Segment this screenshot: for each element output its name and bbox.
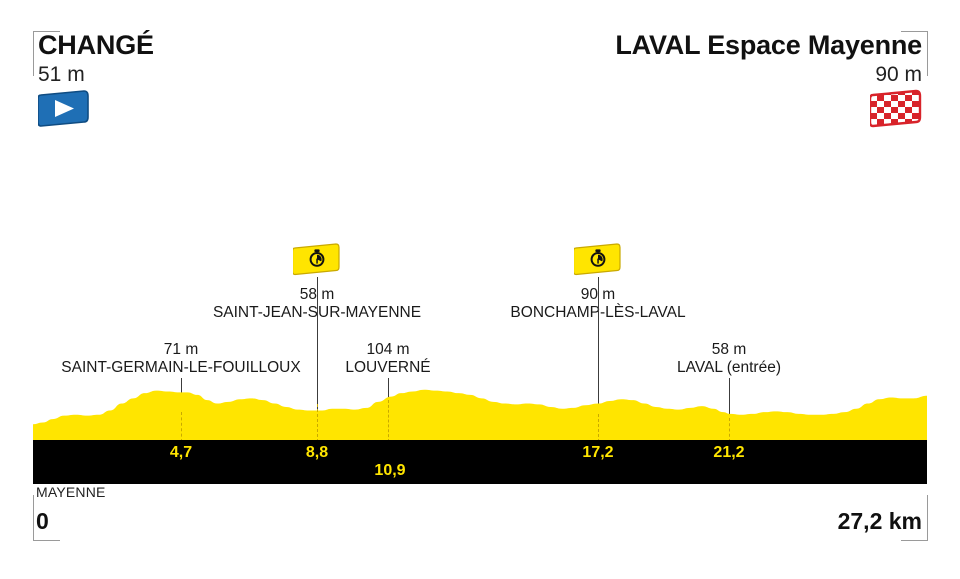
sprint-marker-bonchamp-les-laval [574,243,622,277]
poi-altitude: 58 m [711,341,747,358]
stage-start-name: CHANGÉ [38,30,154,60]
km-dash-17-2 [598,414,599,442]
poi-name: LOUVERNÉ [345,359,431,376]
km-tick-10-9: 10,9 [374,462,406,479]
checkered-flag-icon [870,89,922,128]
departure-flag-icon [38,90,89,127]
poi-altitude: 71 m [163,341,199,358]
stage-finish-header: LAVAL Espace Mayenne 90 m [615,30,922,87]
km-dash-4-7 [181,412,182,442]
km-tick-8-8: 8,8 [305,444,329,461]
stage-finish-altitude: 90 m [875,63,922,86]
poi-label-saint-germain-le-fouilloux: 71 m SAINT-GERMAIN-LE-FOUILLOUX [61,341,300,377]
distance-start-label: 0 [36,508,49,534]
km-tick-17-2: 17,2 [582,444,614,461]
elevation-profile-area [33,389,927,440]
stage-finish-name: LAVAL Espace Mayenne [615,30,922,60]
leader-line-louverne [388,378,389,414]
stage-start-header: CHANGÉ 51 m [38,30,154,87]
poi-name: SAINT-GERMAIN-LE-FOUILLOUX [61,359,301,376]
km-tick-21-2: 21,2 [713,444,745,461]
frame-bracket-bottom-left [33,495,60,541]
distance-total-label: 27,2 km [837,508,922,534]
leader-line-saint-jean-sur-mayenne [317,277,318,420]
sprint-marker-saint-jean-sur-mayenne [293,243,341,277]
sprint-stopwatch-flag-icon [574,243,621,276]
leader-line-bonchamp-les-laval [598,277,599,425]
km-tick-4-7: 4,7 [169,444,193,461]
poi-altitude: 90 m [580,286,616,303]
sprint-stopwatch-flag-icon [293,243,340,276]
km-dash-21-2 [729,418,730,442]
frame-bracket-bottom-right [901,495,928,541]
poi-altitude: 104 m [366,341,410,358]
poi-label-laval-entree: 58 m LAVAL (entrée) [677,341,781,377]
stage-start-altitude: 51 m [38,63,85,86]
poi-label-louverne: 104 m LOUVERNÉ [345,341,430,377]
frame-bracket-top-right [901,31,928,76]
region-label: MAYENNE [36,484,106,500]
distance-scale-bar: 4,7 8,8 10,9 17,2 21,2 [33,440,927,484]
leader-line-laval-entree [729,378,730,431]
km-dash-8-8 [317,404,318,442]
poi-name: LAVAL (entrée) [677,359,781,376]
frame-bracket-top-left [33,31,60,76]
km-dash-10-9 [388,400,389,442]
